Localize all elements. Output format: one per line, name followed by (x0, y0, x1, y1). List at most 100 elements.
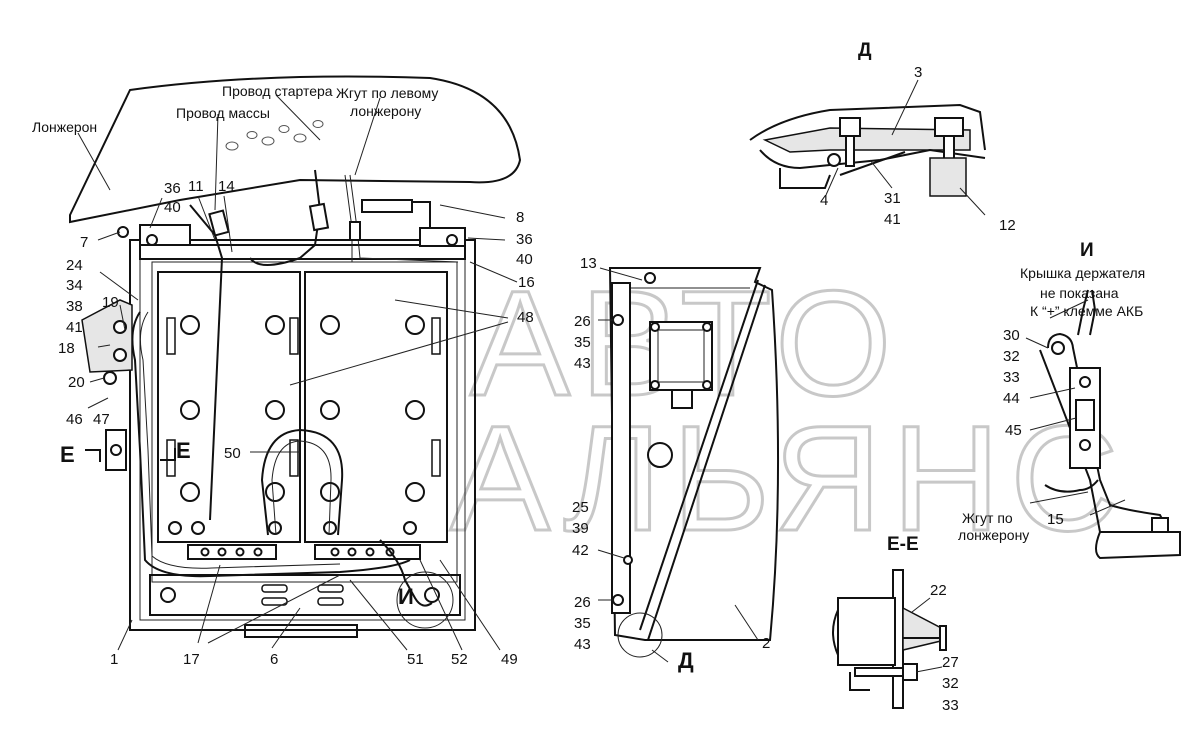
cable-clamp-52 (379, 539, 433, 607)
callout: 40 (516, 251, 533, 268)
callout: 4 (820, 192, 828, 209)
view-d-nut (929, 157, 967, 197)
side-box (649, 321, 713, 391)
callout: 48 (517, 309, 534, 326)
callout: 15 (1047, 511, 1064, 528)
view-ee-title: Е-Е (887, 534, 919, 555)
side-callouts: 13 26 35 43 25 39 42 26 35 43 2 Д (572, 255, 770, 673)
ground-wire (189, 204, 224, 521)
battery-holder-frame (129, 239, 476, 631)
callout: 43 (574, 355, 591, 372)
callout: 45 (1005, 422, 1022, 439)
callout: 36 (516, 231, 533, 248)
detail-mark-i: И (398, 584, 414, 609)
callout: 34 (66, 277, 83, 294)
callout: 46 (66, 411, 83, 428)
view-i-harness-2: лонжерону (958, 527, 1029, 543)
view-d-bracket (762, 127, 971, 153)
view-d (749, 103, 986, 197)
detail-circle-d (617, 612, 663, 658)
view-ee-connector (837, 597, 896, 666)
callout: 27 (942, 654, 959, 671)
side-connector (647, 442, 673, 468)
watermark: АВТО АЛЬЯНС (449, 258, 1128, 564)
callout: 52 (451, 651, 468, 668)
callout: 6 (270, 651, 278, 668)
label-harness-left-2: лонжерону (350, 103, 421, 119)
callout: 49 (501, 651, 518, 668)
detail-mark-d: Д (678, 648, 694, 673)
callout: 11 (188, 178, 204, 195)
starter-wire (249, 169, 322, 266)
view-i-note-1: Крышка держателя (1020, 265, 1145, 281)
callout: 12 (999, 217, 1016, 234)
callout: 39 (572, 520, 589, 537)
callout: 32 (1003, 348, 1020, 365)
callout: 24 (66, 257, 83, 274)
callout: 17 (183, 651, 200, 668)
view-d-callouts: Д 3 4 31 41 12 (820, 40, 1016, 234)
view-ee-callouts: Е-Е 22 27 32 33 (887, 534, 959, 714)
callout: 40 (164, 199, 181, 216)
side-view (608, 267, 780, 658)
callout: 7 (80, 234, 88, 251)
bottom-tray (149, 574, 461, 616)
label-ground-wire: Провод массы (176, 105, 270, 121)
view-i-harness-1: Жгут по (962, 510, 1013, 526)
callout: 25 (572, 499, 589, 516)
callout: 44 (1003, 390, 1020, 407)
callout: 30 (1003, 327, 1020, 344)
battery-right (304, 271, 448, 543)
callout: 36 (164, 180, 181, 197)
side-housing (608, 267, 780, 641)
callout: 41 (66, 319, 83, 336)
callout: 26 (574, 594, 591, 611)
callout: 19 (102, 294, 119, 311)
callout: 33 (942, 697, 959, 714)
callout: 20 (68, 374, 85, 391)
callout: 42 (572, 542, 589, 559)
main-leaders (77, 94, 518, 651)
callout: 41 (884, 211, 901, 228)
callout: 47 (93, 411, 110, 428)
callout: 13 (580, 255, 597, 272)
battery-left (157, 271, 301, 543)
view-ee-leaders (911, 597, 943, 673)
callout: 3 (914, 64, 922, 81)
callout: 33 (1003, 369, 1020, 386)
view-i-title: И (1080, 240, 1094, 261)
view-d-title: Д (858, 40, 872, 61)
side-rail (611, 282, 631, 614)
detail-circle-i (396, 571, 454, 629)
callout: 26 (574, 313, 591, 330)
terminal-bar-left (187, 544, 277, 560)
callout: 18 (58, 340, 75, 357)
callout: 35 (574, 334, 591, 351)
jumper-cable (260, 428, 344, 536)
callout: 32 (942, 675, 959, 692)
corner-bracket-right (419, 227, 466, 247)
label-harness-left-1: Жгут по левому (336, 85, 438, 101)
callout: 31 (884, 190, 901, 207)
view-i-callouts: И Крышка держателя не показана К “+” кле… (958, 240, 1145, 543)
view-i (1039, 289, 1181, 560)
callout: 8 (516, 209, 524, 226)
view-d-leaders (825, 79, 986, 216)
watermark-line2: АЛЬЯНС (450, 394, 1128, 562)
view-i-leaders (1025, 299, 1126, 516)
section-mark-e-right: Е (176, 438, 191, 463)
callout: 16 (518, 274, 535, 291)
side-leaders (597, 267, 759, 663)
view-ee (832, 569, 947, 709)
view-i-note-2: не показана (1040, 285, 1119, 301)
callout: 38 (66, 298, 83, 315)
callout: 14 (218, 178, 235, 195)
main-view (69, 75, 522, 638)
callout: 35 (574, 615, 591, 632)
view-i-terminal-label: К “+” клемме АКБ (1030, 303, 1143, 319)
callout: 2 (762, 635, 770, 652)
callout: 1 (110, 651, 118, 668)
mounting-plate (244, 624, 358, 638)
callout: 43 (574, 636, 591, 653)
